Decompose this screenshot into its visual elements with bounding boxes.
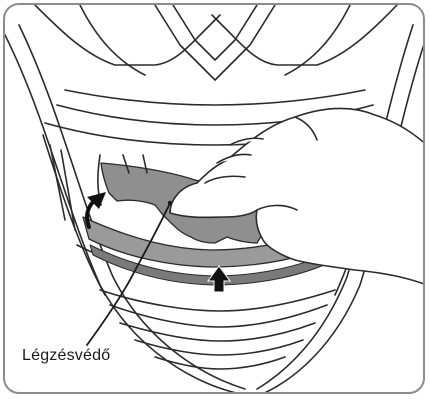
helmet-diagram (5, 5, 425, 394)
helmet-vents (35, 5, 397, 125)
callout-anchor-dot (168, 201, 172, 205)
chin-area (100, 290, 335, 369)
callout-label: Légzésvédő (22, 347, 110, 365)
diagram-frame: Légzésvédő (3, 3, 425, 394)
up-arrow-icon (208, 266, 230, 292)
